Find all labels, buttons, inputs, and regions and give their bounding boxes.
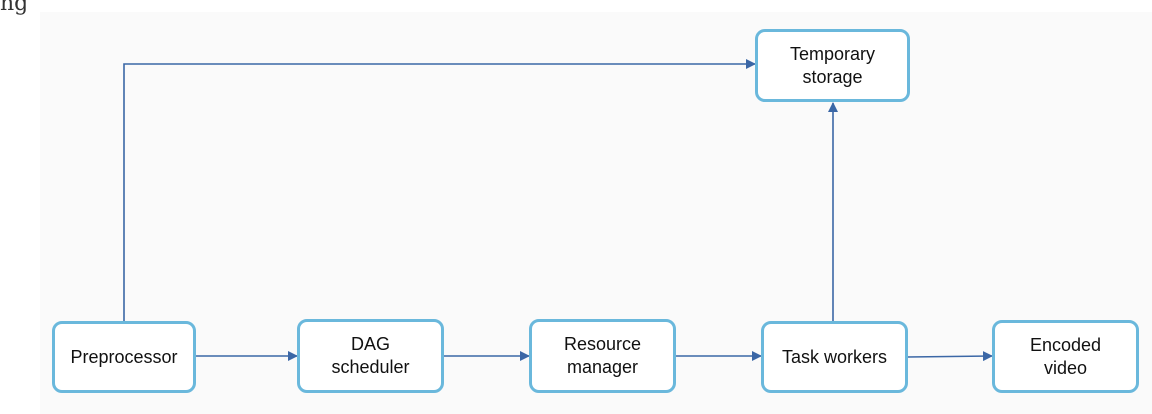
edge-preprocessor-to-temporary-storage	[123, 59, 756, 321]
node-encoded-video: Encoded video	[992, 320, 1139, 393]
node-resource-manager: Resource manager	[529, 319, 676, 393]
edge-task-workers-to-encoded-video	[906, 351, 993, 362]
cropped-heading-text: ng	[0, 0, 29, 16]
node-dag-scheduler: DAG scheduler	[297, 319, 444, 393]
node-preprocessor: Preprocessor	[52, 321, 196, 393]
node-task-workers: Task workers	[761, 321, 908, 393]
node-temporary-storage: Temporary storage	[755, 29, 910, 102]
